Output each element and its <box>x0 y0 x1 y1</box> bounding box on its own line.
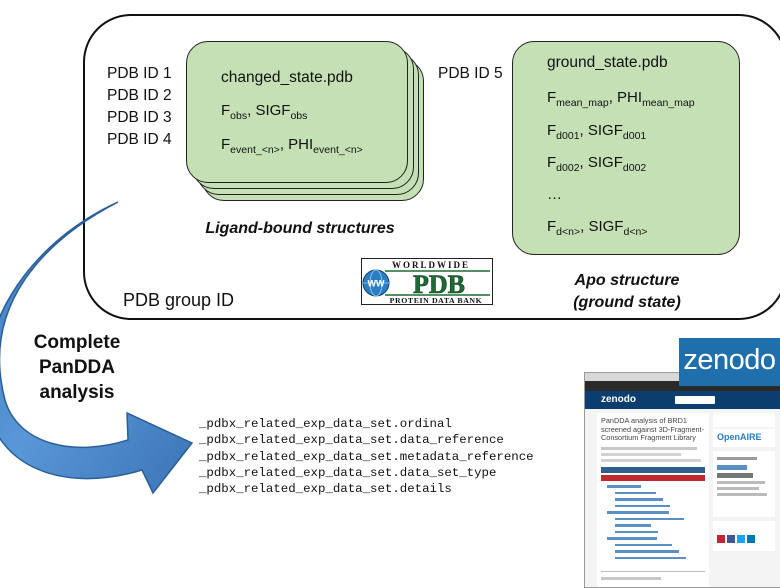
wwpdb-logo-graphic: WORLDWIDE PDB PROTEIN DATA BANK WW <box>361 258 493 305</box>
zenodo-file-row <box>615 530 658 533</box>
mmcif-item: _pdbx_related_exp_data_set.ordinal <box>199 417 452 431</box>
wwpdb-logo-bottom-text: PROTEIN DATA BANK <box>390 296 483 305</box>
pandda-label-line1: Complete <box>33 332 121 353</box>
zenodo-search-box <box>675 396 715 404</box>
mmcif-item: _pdbx_related_exp_data_set.metadata_refe… <box>199 449 534 464</box>
mmcif-item-list: _pdbx_related_exp_data_set.ordinal _pdbx… <box>199 416 534 497</box>
zenodo-header: zenodo <box>585 391 780 409</box>
zenodo-file-row <box>615 524 651 527</box>
zenodo-files-bar <box>601 467 705 473</box>
wwpdb-globe-icon-label: WW <box>368 279 385 289</box>
browser-toolbar <box>585 381 780 391</box>
zenodo-file-row <box>615 504 670 507</box>
pandda-label-line3: analysis <box>39 382 115 403</box>
apo-file-name: ground_state.pdb <box>547 54 668 71</box>
zenodo-file-row <box>615 556 686 559</box>
apo-caption: Apo structure (ground state) <box>520 270 734 314</box>
pandda-arrow <box>0 201 194 495</box>
apo-row-mean-map: Fmean_map, PHImean_map <box>547 89 695 109</box>
mmcif-item: _pdbx_related_exp_data_set.details <box>199 482 452 497</box>
pdb-id-3: PDB ID 3 <box>107 109 172 126</box>
apo-row-d001: Fd001, SIGFd001 <box>547 122 647 142</box>
apo-caption-line1: Apo structure <box>574 272 680 289</box>
zenodo-file-row <box>615 491 656 494</box>
zenodo-sidebar: OpenAIRE <box>713 413 775 587</box>
pandda-label: Complete PanDDA analysis <box>16 330 138 405</box>
zenodo-file-row <box>615 498 663 501</box>
zenodo-screenshot: zenodo PanDDA analysis of BRD1 screened … <box>584 372 780 588</box>
pdb-id-2: PDB ID 2 <box>107 87 172 104</box>
zenodo-file-row <box>607 511 669 514</box>
apo-caption-line2: (ground state) <box>573 294 681 311</box>
zenodo-file-row <box>607 485 641 488</box>
pandda-label-line2: PanDDA <box>38 357 115 378</box>
zenodo-logo-text: zenodo <box>683 344 776 376</box>
zenodo-logo: zenodo <box>679 338 780 386</box>
ligand-caption: Ligand-bound structures <box>205 220 395 237</box>
zenodo-record-main: PanDDA analysis of BRD1 screened against… <box>597 413 709 587</box>
openaire-box: OpenAIRE <box>713 429 775 447</box>
pdb-id-4: PDB ID 4 <box>107 131 172 148</box>
mmcif-item: _pdbx_related_exp_data_set.data_set_type <box>199 465 497 480</box>
wwpdb-logo: WORLDWIDE PDB PROTEIN DATA BANK WW <box>361 258 493 305</box>
ligand-fevent-row: Fevent_<n>, PHIevent_<n> <box>221 136 363 156</box>
zenodo-file-row <box>615 550 679 553</box>
zenodo-file-row <box>607 537 657 540</box>
ligand-id-list: PDB ID 1 PDB ID 2 PDB ID 3 PDB ID 4 <box>107 66 172 148</box>
zenodo-record-title: PanDDA analysis of BRD1 screened against… <box>601 416 705 442</box>
ligand-fobs-row: Fobs, SIGFobs <box>221 102 308 122</box>
zenodo-header-logo: zenodo <box>601 394 636 405</box>
ligand-file-name: changed_state.pdb <box>221 69 353 86</box>
wwpdb-logo-top-text: WORLDWIDE <box>392 260 470 270</box>
pdb-id-1: PDB ID 1 <box>107 65 172 82</box>
mmcif-item: _pdbx_related_exp_data_set.data_referenc… <box>199 433 504 448</box>
openaire-label: OpenAIRE <box>717 432 762 442</box>
zenodo-file-row <box>615 517 684 520</box>
apo-card: ground_state.pdb Fmean_map, PHImean_map … <box>512 41 740 255</box>
zenodo-file-tree <box>607 485 697 565</box>
group-label: PDB group ID <box>123 290 235 310</box>
apo-row-dn: Fd<n>, SIGFd<n> <box>547 218 648 238</box>
zenodo-file-row <box>615 543 672 546</box>
pdb-id-5: PDB ID 5 <box>438 65 503 82</box>
zenodo-preview-bar <box>601 475 705 481</box>
apo-row-ellipsis: … <box>547 186 562 203</box>
apo-row-d002: Fd002, SIGFd002 <box>547 154 647 174</box>
ligand-card: changed_state.pdb Fobs, SIGFobs Fevent_<… <box>186 41 408 183</box>
